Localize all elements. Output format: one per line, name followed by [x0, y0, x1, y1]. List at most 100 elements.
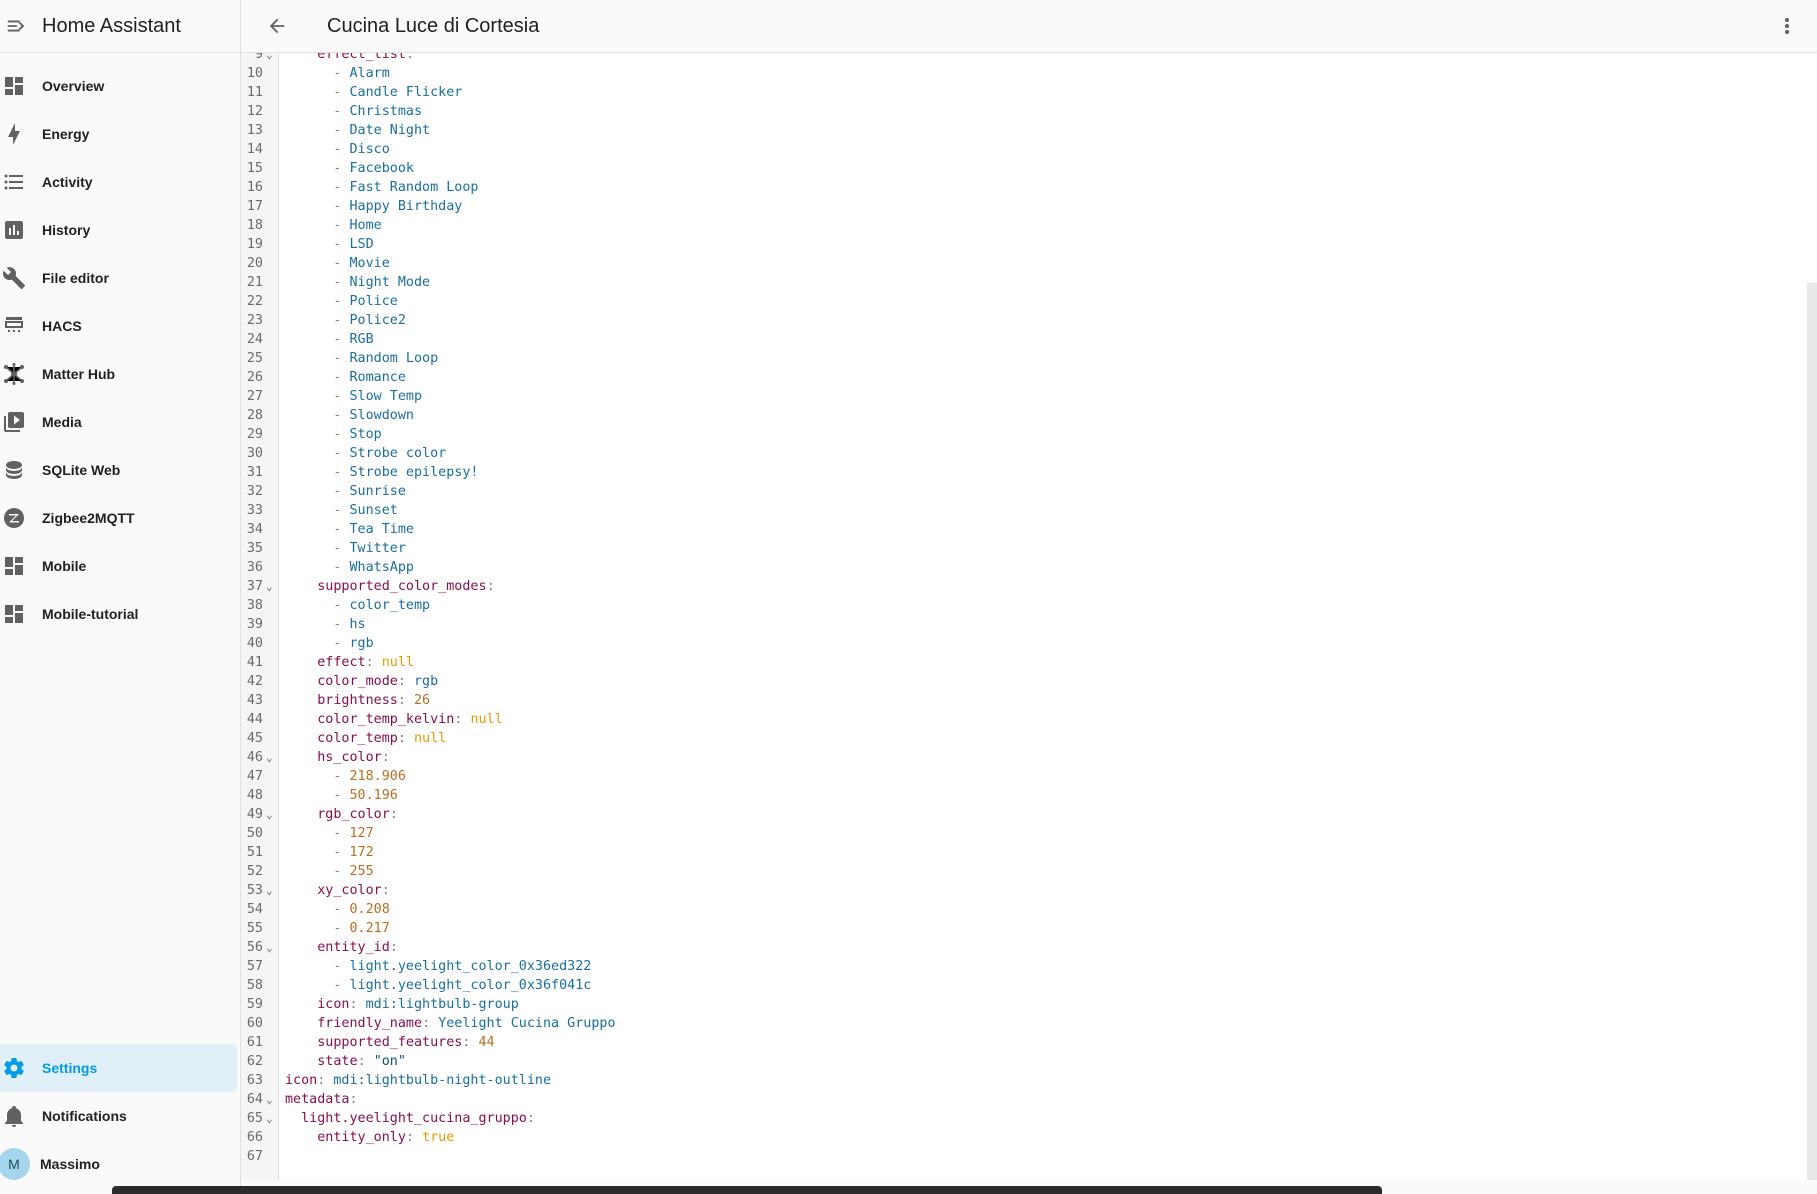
- sidebar-item-user[interactable]: M Massimo: [0, 1140, 240, 1188]
- code-line: 25 - Random Loop: [241, 349, 1817, 368]
- vertical-scrollbar[interactable]: [1807, 283, 1817, 1180]
- code-text: xy_color:: [317, 883, 390, 898]
- lightning-bolt-icon: [2, 122, 26, 146]
- fold-chevron-icon[interactable]: ⌄: [266, 884, 273, 897]
- app-title: Home Assistant: [42, 14, 181, 37]
- line-number: 25: [246, 351, 263, 366]
- line-number: 16: [246, 180, 263, 195]
- list-icon: [2, 170, 26, 194]
- code-text: icon: mdi:lightbulb-group: [317, 997, 519, 1012]
- sidebar-item-label: Zigbee2MQTT: [42, 510, 135, 526]
- sidebar-item-energy[interactable]: Energy: [0, 110, 240, 158]
- hub-icon: [2, 362, 26, 386]
- line-number: 30: [246, 446, 263, 461]
- sidebar-item-matter-hub[interactable]: Matter Hub: [0, 350, 240, 398]
- code-line: 56⌄ entity_id:: [241, 938, 1817, 957]
- code-text: - Facebook: [333, 161, 414, 176]
- code-line: 32 - Sunrise: [241, 482, 1817, 501]
- code-line: 65⌄ light.yeelight_cucina_gruppo:: [241, 1109, 1817, 1128]
- horizontal-scrollbar[interactable]: [112, 1186, 1382, 1194]
- fold-chevron-icon[interactable]: ⌄: [266, 53, 273, 61]
- back-button[interactable]: [257, 6, 297, 46]
- line-number: 37: [246, 579, 263, 594]
- top-bar: Cucina Luce di Cortesia: [241, 0, 1817, 53]
- code-text: state: "on": [317, 1054, 406, 1069]
- line-number: 52: [246, 864, 263, 879]
- line-number: 50: [246, 826, 263, 841]
- code-line: 10 - Alarm: [241, 64, 1817, 83]
- code-text: light.yeelight_cucina_gruppo:: [301, 1111, 535, 1126]
- arrow-left-icon: [269, 18, 285, 34]
- fold-chevron-icon[interactable]: ⌄: [266, 751, 273, 764]
- line-number: 55: [246, 921, 263, 936]
- code-text: - RGB: [333, 332, 374, 347]
- line-number: 11: [246, 85, 263, 100]
- sidebar-item-settings[interactable]: Settings: [0, 1044, 237, 1092]
- code-line: 42 color_mode: rgb: [241, 672, 1817, 691]
- line-number: 44: [246, 712, 263, 727]
- code-line: 22 - Police: [241, 292, 1817, 311]
- sidebar-item-history[interactable]: History: [0, 206, 240, 254]
- code-text: - light.yeelight_color_0x36ed322: [333, 959, 592, 974]
- line-number: 47: [246, 769, 263, 784]
- code-text: - Fast Random Loop: [333, 180, 479, 195]
- code-line: 14 - Disco: [241, 140, 1817, 159]
- sidebar-nav: Overview Energy Activity History File ed…: [0, 62, 240, 638]
- fold-chevron-icon[interactable]: ⌄: [266, 941, 273, 954]
- code-text: - Happy Birthday: [333, 199, 463, 214]
- code-line: 36 - WhatsApp: [241, 558, 1817, 577]
- line-number: 46: [246, 750, 263, 765]
- code-text: - rgb: [333, 636, 374, 651]
- code-text: - Date Night: [333, 123, 431, 138]
- line-number: 31: [246, 465, 263, 480]
- fold-chevron-icon[interactable]: ⌄: [266, 580, 273, 593]
- sidebar-item-activity[interactable]: Activity: [0, 158, 240, 206]
- code-line: 46⌄ hs_color:: [241, 748, 1817, 767]
- code-line: 39 - hs: [241, 615, 1817, 634]
- line-number: 59: [246, 997, 263, 1012]
- sidebar-item-overview[interactable]: Overview: [0, 62, 240, 110]
- code-line: 51 - 172: [241, 843, 1817, 862]
- code-text: - Christmas: [333, 104, 423, 119]
- code-line: 19 - LSD: [241, 235, 1817, 254]
- fold-chevron-icon[interactable]: ⌄: [266, 1112, 273, 1125]
- code-line: 50 - 127: [241, 824, 1817, 843]
- line-number: 57: [246, 959, 263, 974]
- sidebar-item-file-editor[interactable]: File editor: [0, 254, 240, 302]
- play-box-multiple-icon: [2, 410, 26, 434]
- sidebar-item-sqlite-web[interactable]: SQLite Web: [0, 446, 240, 494]
- line-number-gutter: [241, 53, 279, 1180]
- sidebar-item-label: Mobile-tutorial: [42, 606, 139, 622]
- sidebar-item-zigbee2mqtt[interactable]: Zigbee2MQTT: [0, 494, 240, 542]
- more-options-button[interactable]: [1773, 12, 1801, 40]
- sidebar-item-hacs[interactable]: HACS: [0, 302, 240, 350]
- sidebar-item-mobile[interactable]: Mobile: [0, 542, 240, 590]
- code-text: - 218.906: [333, 769, 406, 784]
- line-number: 56: [246, 940, 263, 955]
- line-number: 13: [246, 123, 263, 138]
- line-number: 58: [246, 978, 263, 993]
- code-text: metadata:: [285, 1092, 358, 1107]
- line-number: 43: [246, 693, 263, 708]
- line-number: 64: [246, 1092, 263, 1107]
- code-text: - 255: [333, 864, 374, 879]
- sidebar-item-mobile-tutorial[interactable]: Mobile-tutorial: [0, 590, 240, 638]
- code-line: 54 - 0.208: [241, 900, 1817, 919]
- sidebar-item-media[interactable]: Media: [0, 398, 240, 446]
- code-line: 24 - RGB: [241, 330, 1817, 349]
- line-number: 19: [246, 237, 263, 252]
- fold-chevron-icon[interactable]: ⌄: [266, 1093, 273, 1106]
- sidebar-item-notifications[interactable]: Notifications: [0, 1092, 240, 1140]
- fold-chevron-icon[interactable]: ⌄: [266, 808, 273, 821]
- code-text: brightness: 26: [317, 693, 431, 708]
- code-line: 40 - rgb: [241, 634, 1817, 653]
- code-text: - 172: [333, 845, 374, 860]
- code-line: 13 - Date Night: [241, 121, 1817, 140]
- code-line: 12 - Christmas: [241, 102, 1817, 121]
- code-text: - Disco: [333, 142, 390, 157]
- code-line: 58 - light.yeelight_color_0x36f041c: [241, 976, 1817, 995]
- menu-icon[interactable]: [2, 12, 30, 40]
- code-line: 61 supported_features: 44: [241, 1033, 1817, 1052]
